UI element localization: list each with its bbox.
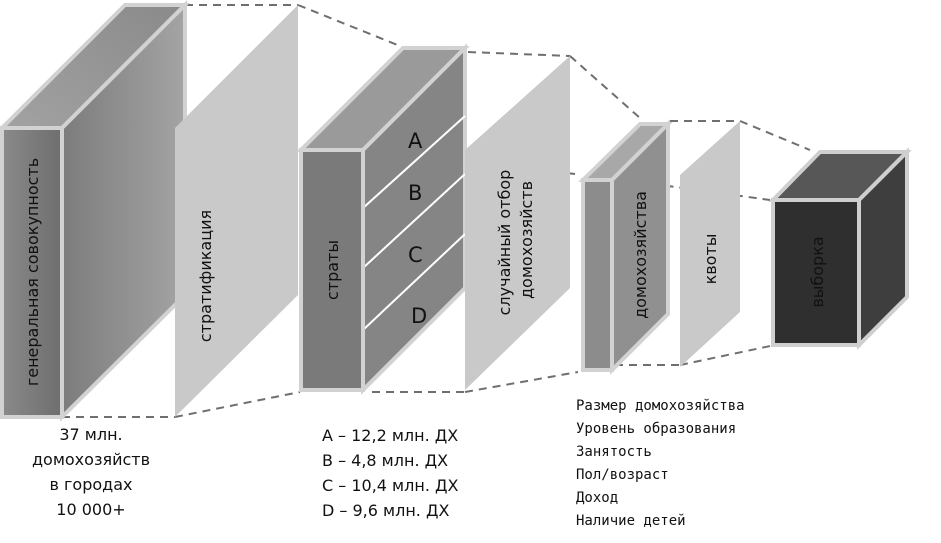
stratification-plane: стратификация — [175, 5, 298, 417]
strata-box: страты A B C D — [296, 43, 470, 395]
quota-caption-line: Уровень образования — [576, 421, 736, 437]
quota-caption-line: Размер домохозяйства — [576, 398, 745, 414]
quota-caption-line: Доход — [576, 490, 618, 506]
strata-caption-line: D – 9,6 млн. ДХ — [322, 501, 449, 520]
sample-label: выборка — [808, 236, 827, 307]
population-box: генеральная совокупность — [0, 0, 190, 422]
population-caption-line: домохозяйств — [32, 450, 150, 469]
stratification-label: стратификация — [196, 210, 215, 342]
population-caption-line: 37 млн. — [59, 425, 122, 444]
population-caption: 37 млн. домохозяйств в городах 10 000+ — [32, 425, 150, 519]
quotas-plane: квоты — [680, 121, 740, 367]
strata-dividers — [362, 115, 466, 331]
quota-caption-line: Наличие детей — [576, 513, 686, 529]
random-selection-label: случайный отбор домохозяйств — [495, 165, 536, 316]
stratum-a-label: A — [408, 129, 423, 153]
quota-caption-line: Занятость — [576, 444, 652, 460]
quotas-label: квоты — [701, 234, 720, 285]
strata-caption-line: C – 10,4 млн. ДХ — [322, 476, 458, 495]
strata-label: страты — [323, 240, 342, 300]
stratum-d-label: D — [411, 304, 427, 328]
households-box: домохозяйства — [578, 119, 673, 375]
sample-box: выборка — [768, 147, 912, 350]
stratum-c-label: C — [408, 243, 423, 267]
population-caption-line: 10 000+ — [56, 500, 125, 519]
strata-caption-line: B – 4,8 млн. ДХ — [322, 451, 448, 470]
strata-caption-line: A – 12,2 млн. ДХ — [322, 426, 458, 445]
households-label: домохозяйства — [631, 191, 650, 319]
quota-caption-line: Пол/возраст — [576, 467, 669, 483]
population-caption-line: в городах — [50, 475, 133, 494]
strata-caption: A – 12,2 млн. ДХ B – 4,8 млн. ДХ C – 10,… — [322, 426, 458, 520]
quota-caption: Размер домохозяйства Уровень образования… — [576, 398, 745, 529]
random-selection-plane: случайный отбор домохозяйств — [465, 56, 570, 390]
population-label: генеральная совокупность — [23, 158, 42, 386]
stratum-b-label: B — [408, 181, 422, 205]
